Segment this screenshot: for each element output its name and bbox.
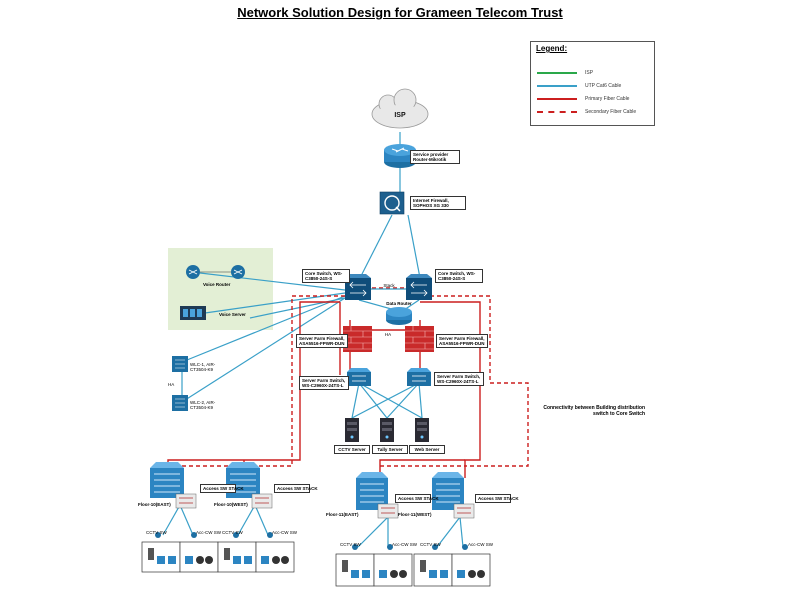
cctv-sw-label: CCTV SW (222, 530, 243, 535)
core-switch-left-icon (345, 274, 371, 300)
floor-10-west-label: Floor-10(WEST) (214, 502, 248, 507)
floor-10-west-switch-icon (251, 493, 273, 509)
access-sw-label: Acc-CW SW (468, 542, 493, 547)
router-icon (384, 144, 416, 168)
legend-item-primary-fiber: Primary Fiber Cable (537, 94, 652, 104)
core-switch-left-label: Core Switch, WS-C3850-24S-S (302, 269, 350, 283)
wlc2-label: WLC-2, AIR-CT3504-K9 (190, 400, 216, 410)
access-sw-label: Acc-CW SW (272, 530, 297, 535)
floor-10-west-stack-label: Access SW STACK (274, 484, 318, 493)
sf-switch-left-label: Server Farm Switch, WS-C2960X-24TS-L (299, 376, 349, 390)
legend-label: Secondary Fiber Cable (585, 109, 637, 115)
legend-item-secondary-fiber: Secondary Fiber Cable (537, 107, 652, 117)
cctv-sw-label: CCTV SW (420, 542, 441, 547)
legend: Legend: ISP UTP Cat6 Cable Primary Fiber… (530, 41, 655, 126)
floor-10-east-building-icon (150, 462, 184, 498)
primary-fiber-line-swatch (537, 98, 577, 100)
floor-11-east-switch-icon (377, 503, 399, 519)
floor-10-west-building-icon (226, 462, 260, 498)
legend-label: UTP Cat6 Cable (585, 83, 622, 89)
wlc1-icon (172, 356, 188, 372)
page-title: Network Solution Design for Grameen Tele… (237, 5, 563, 20)
data-router-icon (386, 307, 412, 325)
cctv-sw-label: CCTV SW (340, 542, 361, 547)
web-server-icon (415, 418, 429, 442)
wlc-ha-label: HA (168, 382, 174, 387)
voice-server-label: Voice Server (219, 312, 246, 317)
voice-router-icon (186, 265, 245, 279)
web-server-label: Web Server (409, 445, 445, 454)
sf-firewall-right-label: Server Farm Firewall, ASA5516-FPWR-DUN (436, 334, 488, 348)
floor-11-west-label: Floor-11(WEST) (398, 512, 432, 517)
floor-11-west-building-icon (432, 472, 464, 510)
legend-item-utp: UTP Cat6 Cable (537, 81, 652, 91)
floor-10-east-label: Floor-10(EAST) (138, 502, 171, 507)
firewall-icon (379, 191, 405, 215)
floor-10-east-switch-icon (175, 493, 197, 509)
sf-firewall-right-icon (405, 326, 434, 352)
core-switch-right-label: Core Switch, WS-C3850-24S-S (435, 269, 483, 283)
cctv-server-label: CCTV Server (334, 445, 370, 454)
floor-10-east-stack-label: Access SW STACK (200, 484, 244, 493)
wlc2-icon (172, 395, 188, 411)
secondary-fiber-line-swatch (537, 111, 577, 113)
legend-heading: Legend: (536, 44, 568, 53)
tally-server-icon (380, 418, 394, 442)
sf-switch-right-label: Server Farm Switch, WS-C2960X-24TS-L (434, 372, 484, 386)
access-sw-label: Acc-CW SW (392, 542, 417, 547)
sf-switch-right-icon (407, 368, 431, 386)
floor-11-east-endpoints (335, 544, 413, 587)
floor-11-east-label: Floor-11(EAST) (326, 512, 359, 517)
voice-server-icon (180, 306, 206, 320)
ha-label: HA (385, 332, 391, 337)
floor-11-west-stack-label: Access SW STACK (475, 494, 519, 503)
floor-11-east-stack-label: Access SW STACK (395, 494, 439, 503)
legend-item-isp: ISP (537, 68, 652, 78)
isp-line-swatch (537, 72, 577, 74)
isp-label: ISP (394, 112, 406, 119)
connectivity-note: Connectivity between Building distributi… (543, 405, 645, 417)
core-switch-right-icon (406, 274, 432, 300)
voice-router-label: Voice Router (203, 282, 231, 287)
wlc1-label: WLC-1, AIR-CT3504-K9 (190, 362, 216, 372)
floor-11-west-switch-icon (453, 503, 475, 519)
floor-10-west-endpoints (217, 532, 295, 573)
legend-label: Primary Fiber Cable (585, 96, 630, 102)
sf-firewall-left-label: Server Farm Firewall, ASA5516-FPWR-DUN (296, 334, 348, 348)
data-router-label: Data Router (386, 301, 412, 306)
router-label: Service provider Router-Mikrotik (410, 150, 460, 164)
utp-line-swatch (537, 85, 577, 87)
isp-cloud-icon (371, 88, 429, 129)
sf-switch-left-icon (347, 368, 371, 386)
floor-10-east-endpoints (141, 532, 219, 573)
stack-label: Stack (383, 283, 395, 288)
cctv-sw-label: CCTV SW (146, 530, 167, 535)
cctv-server-icon (345, 418, 359, 442)
tally-server-label: Tally Server (372, 445, 408, 454)
floor-11-west-endpoints (413, 544, 491, 587)
legend-label: ISP (585, 70, 594, 76)
firewall-label: Internet Firewall, SOPHOS XG 330 (410, 196, 466, 210)
access-sw-label: Acc-CW SW (196, 530, 221, 535)
